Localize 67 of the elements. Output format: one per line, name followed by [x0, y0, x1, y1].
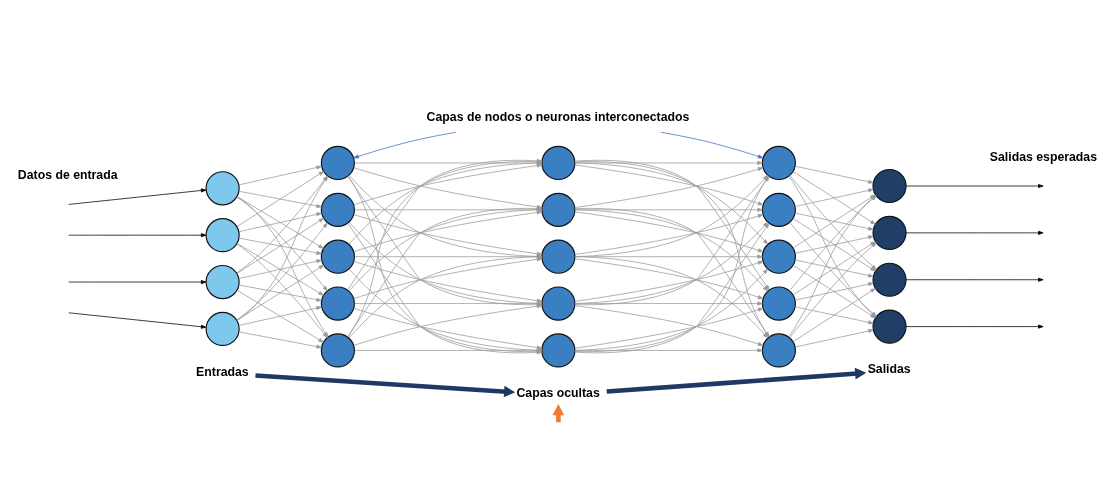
arrow: [794, 212, 874, 231]
arrow: [238, 258, 322, 279]
arrow: [354, 207, 543, 212]
arrow: [353, 131, 457, 158]
arrow: [574, 162, 769, 245]
arrow: [238, 305, 322, 326]
arrow: [794, 281, 874, 301]
arrow: [792, 264, 876, 318]
arrow: [68, 232, 207, 237]
arrow: [236, 196, 328, 291]
arrow: [236, 170, 324, 227]
label: Salidas esperadas: [989, 149, 1097, 163]
arrow: [574, 160, 770, 290]
arrow: [792, 287, 876, 342]
arrow: [574, 222, 770, 352]
arrow: [68, 279, 207, 284]
arrow: [68, 187, 207, 205]
arrow: [238, 211, 322, 232]
arrow: [236, 195, 324, 249]
arrow: [238, 165, 322, 185]
arrow: [236, 222, 328, 320]
arrow: [238, 330, 322, 349]
node-circle: [541, 145, 576, 180]
node-circle: [205, 170, 240, 205]
arrow: [905, 183, 1044, 188]
arrow: [905, 277, 1044, 282]
node-text: Salidas: [867, 361, 911, 376]
arrow: [574, 301, 763, 306]
node-text: Entradas: [196, 364, 249, 379]
node-circle: [541, 285, 576, 321]
arrow: [354, 347, 543, 352]
arrow: [236, 217, 324, 274]
node-circle: [205, 264, 240, 299]
arrow: [574, 159, 770, 337]
arrow: [905, 324, 1044, 329]
arrow: [574, 174, 768, 257]
node-circle: [205, 311, 240, 346]
node-text: Capas de nodos o neuronas interconectados: [426, 109, 690, 124]
node-circle: [205, 217, 240, 252]
arrow: [236, 289, 324, 343]
arrow: [574, 347, 763, 352]
arrow: [238, 237, 322, 255]
node-circle: [541, 239, 576, 274]
arrow: [794, 259, 874, 277]
node-circle: [541, 332, 576, 368]
arrow: [68, 311, 207, 329]
arrow: [574, 175, 769, 353]
arrow: [574, 208, 769, 291]
node-text: Capas ocultas: [516, 385, 600, 400]
arrow: [255, 372, 516, 397]
label: Datos de entrada: [17, 167, 118, 182]
node-circle: [541, 192, 576, 227]
arrow: [236, 242, 324, 296]
arrow: [238, 284, 322, 302]
arrow: [574, 221, 768, 304]
arrow: [660, 131, 764, 158]
arrow: [905, 230, 1044, 235]
arrow: [794, 165, 874, 184]
arrow: [574, 207, 770, 337]
arrow: [606, 367, 867, 394]
arrow: [236, 264, 324, 321]
arrow: [574, 255, 769, 338]
arrow: [574, 268, 768, 351]
arrow: [574, 175, 770, 305]
arrow: [238, 190, 322, 208]
arrow: [794, 328, 874, 347]
arrow: [794, 305, 874, 324]
